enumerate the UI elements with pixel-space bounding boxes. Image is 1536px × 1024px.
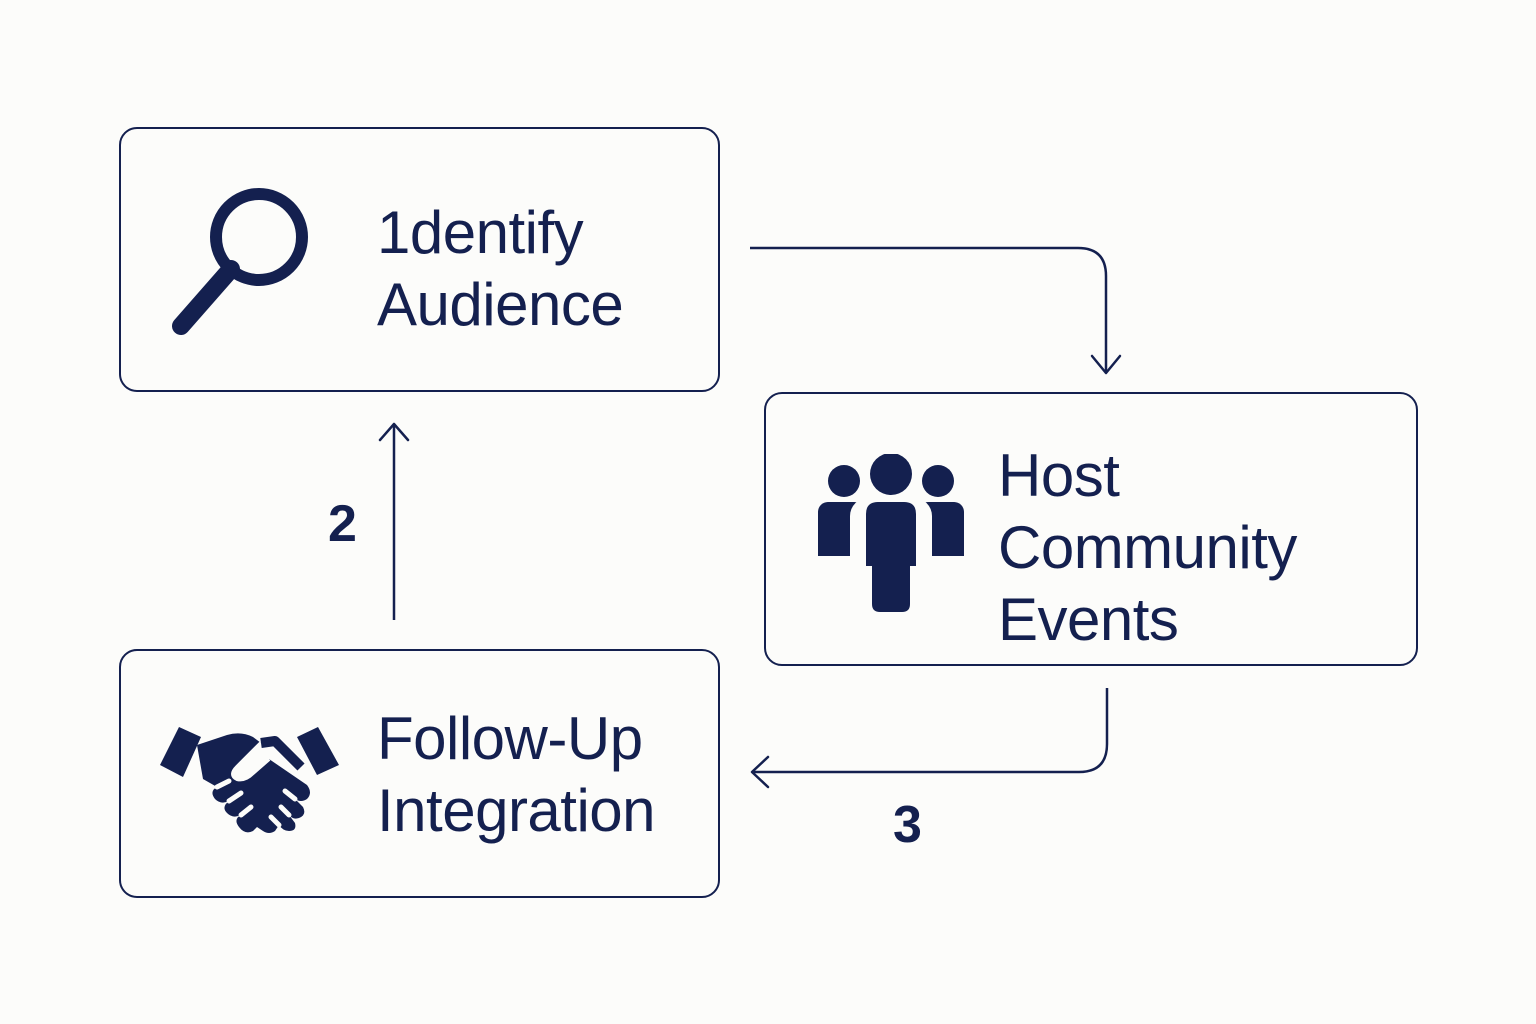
step-follow-label: Follow-Up Integration — [377, 703, 656, 847]
arrowhead-follow — [750, 755, 770, 789]
step-follow-line2: Integration — [377, 777, 656, 844]
arrowhead-host — [1090, 354, 1122, 375]
arrow-identify-to-host — [750, 246, 1108, 372]
step-number-2: 2 — [328, 495, 357, 553]
step-follow-line1: Follow-Up — [377, 705, 643, 772]
step-host-label: Host Community Events — [998, 440, 1297, 656]
step-identify-line2: Audience — [377, 271, 624, 338]
step-identify-label: 1dentify Audience — [377, 197, 624, 341]
step-host-line2: Community — [998, 514, 1297, 581]
arrowhead-identify — [378, 422, 410, 442]
step-follow-up-integration: Follow-Up Integration — [119, 649, 720, 898]
step-host-line3: Events — [998, 586, 1179, 653]
people-icon — [816, 454, 966, 614]
step-host-community-events: Host Community Events — [764, 392, 1418, 666]
handshake-icon — [160, 727, 339, 833]
step-host-line1: Host — [998, 442, 1120, 509]
arrow-host-to-follow — [754, 688, 1109, 774]
search-icon — [172, 188, 308, 335]
step-identify-audience: 1dentify Audience — [119, 127, 720, 392]
step-number-3: 3 — [893, 796, 922, 854]
step-identify-line1: 1dentify — [377, 199, 584, 266]
